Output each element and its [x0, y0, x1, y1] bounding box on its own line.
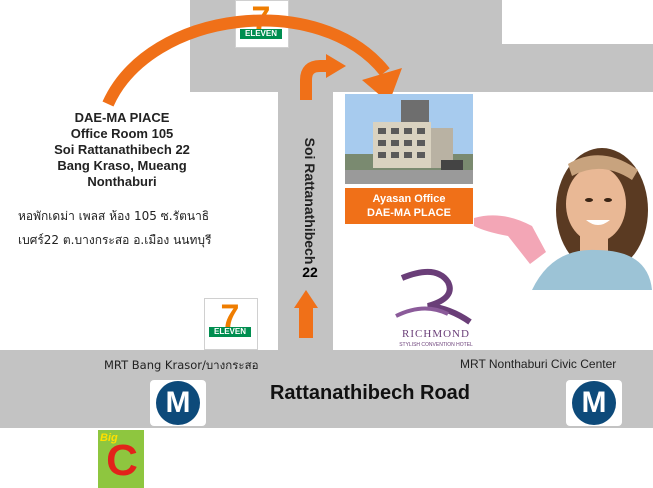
office-building-photo [345, 94, 473, 184]
richmond-mark [395, 269, 472, 325]
curved-route-arrow [102, 14, 390, 107]
soi-number: 22 [302, 264, 318, 280]
mrt-right-label: MRT Nonthaburi Civic Center [460, 357, 617, 371]
woman-photo [474, 148, 652, 290]
building-illustration [345, 94, 473, 184]
top-horizontal-road [190, 44, 653, 92]
seven-word: ELEVEN [244, 29, 277, 38]
seven-bar: ELEVEN [240, 29, 282, 39]
soi-name: Soi Rattanathibech [302, 137, 318, 265]
office-label-line-2: DAE-MA PLACE [367, 207, 451, 219]
richmond-name: RICHMOND [402, 328, 470, 340]
road-name: Rattanathibech Road [269, 382, 471, 404]
seven-digit: 7 [220, 298, 240, 336]
soi-up-arrow-shaft [299, 306, 313, 338]
soi-up-arrow-head [294, 290, 318, 308]
mrt-ring [572, 381, 616, 425]
address-thai: หอพักเดม่า เพลส ห้อง 105 ซ.รัตนาธิ เบศร์… [18, 204, 211, 252]
richmond-tagline: STYLISH CONVENTION HOTEL [399, 342, 473, 348]
big-c-word: Big [100, 432, 118, 444]
address-line-2: Office Room 105 [70, 126, 174, 141]
seven-bar: ELEVEN [209, 327, 251, 337]
office-label: Ayasan Office DAE-MA PLACE [345, 188, 473, 224]
mrt-letter: M [165, 386, 191, 419]
soi-turn-arrow [300, 60, 328, 100]
mrt-logo-right: M [566, 380, 622, 426]
big-c-logo: Big C [98, 430, 144, 488]
big-c-letter: C [106, 436, 138, 485]
mrt-logo-left: M [150, 380, 206, 426]
office-label-line-1: Ayasan Office [372, 193, 446, 205]
main-road [0, 350, 653, 428]
mrt-letter: M [581, 386, 607, 419]
soi-label: Soi Rattanathibech 22 [300, 116, 320, 286]
mrt-left-label: MRT Bang Krasor/บางกระสอ [104, 358, 259, 372]
address-english: DAE-MA PIACE Office Room 105 Soi Rattana… [22, 110, 222, 190]
richmond-hotel-logo: RICHMOND STYLISH CONVENTION HOTEL [388, 268, 484, 352]
seven-word: ELEVEN [213, 327, 246, 336]
address-thai-line-2: เบศร์22 ต.บางกระสอ อ.เมือง นนทบุรี [18, 233, 212, 247]
address-line-3: Soi Rattanathibech 22 [54, 142, 190, 157]
soi-turn-arrow-head [326, 54, 346, 78]
address-line-4: Bang Kraso, Mueang [57, 158, 187, 173]
seven-eleven-logo-bottom: 7 ELEVEN [204, 298, 258, 350]
mrt-ring [156, 381, 200, 425]
address-line-5: Nonthaburi [87, 174, 157, 189]
address-line-1: DAE-MA PIACE [74, 110, 170, 125]
address-thai-line-1: หอพักเดม่า เพลส ห้อง 105 ซ.รัตนาธิ [18, 209, 210, 223]
